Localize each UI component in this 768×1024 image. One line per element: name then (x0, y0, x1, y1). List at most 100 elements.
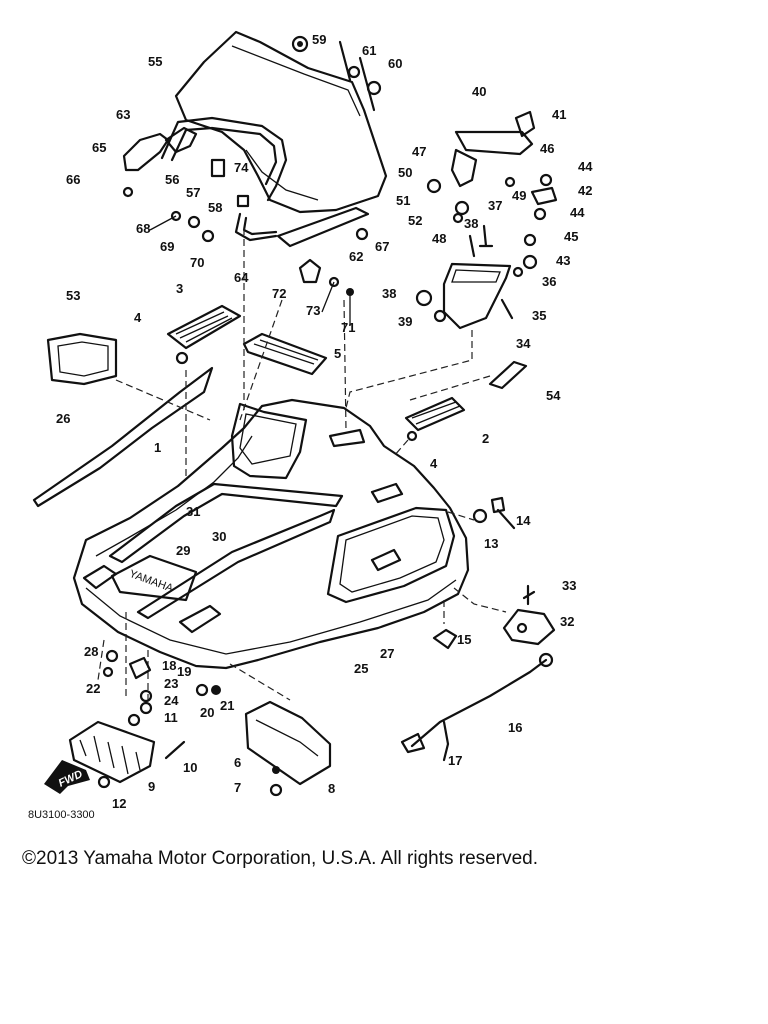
callout-label: 67 (375, 239, 389, 254)
callout-label: 49 (512, 188, 526, 203)
callout-label: 17 (448, 753, 462, 768)
callout-label: 59 (312, 32, 326, 47)
callout-label: 72 (272, 286, 286, 301)
callout-label: 14 (516, 513, 531, 528)
callout-label: 28 (84, 644, 98, 659)
callout-label: 60 (388, 56, 402, 71)
stripe-decal (32, 366, 214, 508)
callout-label: 27 (380, 646, 394, 661)
callout-label: 39 (398, 314, 412, 329)
callout-label: 53 (66, 288, 80, 303)
callout-label: 29 (176, 543, 190, 558)
hood-logo-text: YAMAHA (128, 568, 176, 595)
callout-label: 64 (234, 270, 249, 285)
callout-label: 55 (148, 54, 162, 69)
engine-hood: YAMAHA (72, 398, 470, 670)
callout-label: 44 (570, 205, 585, 220)
callout-label: 48 (432, 231, 446, 246)
windshield (174, 30, 388, 214)
callout-label: 73 (306, 303, 320, 318)
callout-label: 12 (112, 796, 126, 811)
vent-grille-right (404, 396, 466, 442)
callout-label: 22 (86, 681, 100, 696)
mount-bracket-assembly (426, 110, 558, 278)
handle-bracket-right (164, 126, 198, 154)
callout-label: 10 (183, 760, 197, 775)
vent-grille-left (166, 304, 242, 365)
callout-label: 36 (542, 274, 556, 289)
callout-label: 6 (234, 755, 241, 770)
callout-label: 21 (220, 698, 234, 713)
callout-label: 58 (208, 200, 222, 215)
callout-label: 23 (164, 676, 178, 691)
callout-label: 57 (186, 185, 200, 200)
callout-label: 8 (328, 781, 335, 796)
callout-label: 44 (578, 159, 593, 174)
callout-label: 1 (154, 440, 161, 455)
callout-label: 15 (457, 632, 471, 647)
callout-label: 26 (56, 411, 70, 426)
handle-bracket-left (122, 132, 170, 172)
callout-label: 43 (556, 253, 570, 268)
callout-label: 74 (234, 160, 249, 175)
callout-label: 38 (382, 286, 396, 301)
callout-label: 41 (552, 107, 566, 122)
callout-label: 37 (488, 198, 502, 213)
callout-label: 63 (116, 107, 130, 122)
lower-hardware (97, 496, 556, 797)
callout-label: 3 (176, 281, 183, 296)
assembly-lines (97, 228, 507, 701)
callout-label: 16 (508, 720, 522, 735)
windshield-handle (160, 116, 288, 242)
callout-label: 19 (177, 664, 191, 679)
callout-label: 32 (560, 614, 574, 629)
callout-label: 7 (234, 780, 241, 795)
callout-label: 30 (212, 529, 226, 544)
windshield-trim-strip (276, 206, 370, 248)
callout-label: 4 (430, 456, 438, 471)
callout-label: 50 (398, 165, 412, 180)
callout-label: 4 (134, 310, 142, 325)
callout-label: 25 (354, 661, 368, 676)
callout-label: 42 (578, 183, 592, 198)
callout-label: 40 (472, 84, 486, 99)
callout-label: 34 (516, 336, 531, 351)
callout-label: 9 (148, 779, 155, 794)
callout-label: 52 (408, 213, 422, 228)
callout-label: 31 (186, 504, 200, 519)
callout-label: 38 (464, 216, 478, 231)
headlight-lens (46, 332, 118, 386)
callout-label: 71 (341, 320, 355, 335)
callout-label: 47 (412, 144, 426, 159)
parts-diagram: YAMAHA FWD (28, 30, 593, 821)
callout-label: 54 (546, 388, 561, 403)
callout-label: 62 (349, 249, 363, 264)
storage-box (415, 262, 514, 330)
callout-label: 66 (66, 172, 80, 187)
callout-label: 61 (362, 43, 376, 58)
callout-label: 56 (165, 172, 179, 187)
callout-label: 70 (190, 255, 204, 270)
callout-label: 33 (562, 578, 576, 593)
callout-label: 20 (200, 705, 214, 720)
callout-label: 18 (162, 658, 176, 673)
windshield-hardware (122, 35, 382, 326)
callout-label: 2 (482, 431, 489, 446)
callout-label: 65 (92, 140, 106, 155)
decal-small (488, 360, 528, 390)
callout-label: 51 (396, 193, 410, 208)
callout-label: 45 (564, 229, 578, 244)
callout-label: 46 (540, 141, 554, 156)
callout-label: 35 (532, 308, 546, 323)
drawing-code: 8U3100-3300 (28, 809, 95, 821)
cable-assembly (400, 652, 554, 762)
callout-label: 69 (160, 239, 174, 254)
vent-grille-center (242, 332, 328, 376)
front-bumper-bracket (68, 713, 156, 784)
callout-label: 11 (164, 710, 178, 725)
copyright-notice: ©2013 Yamaha Motor Corporation, U.S.A. A… (22, 848, 538, 869)
callout-label: 13 (484, 536, 498, 551)
callout-label: 5 (334, 346, 341, 361)
callout-label: 24 (164, 693, 179, 708)
